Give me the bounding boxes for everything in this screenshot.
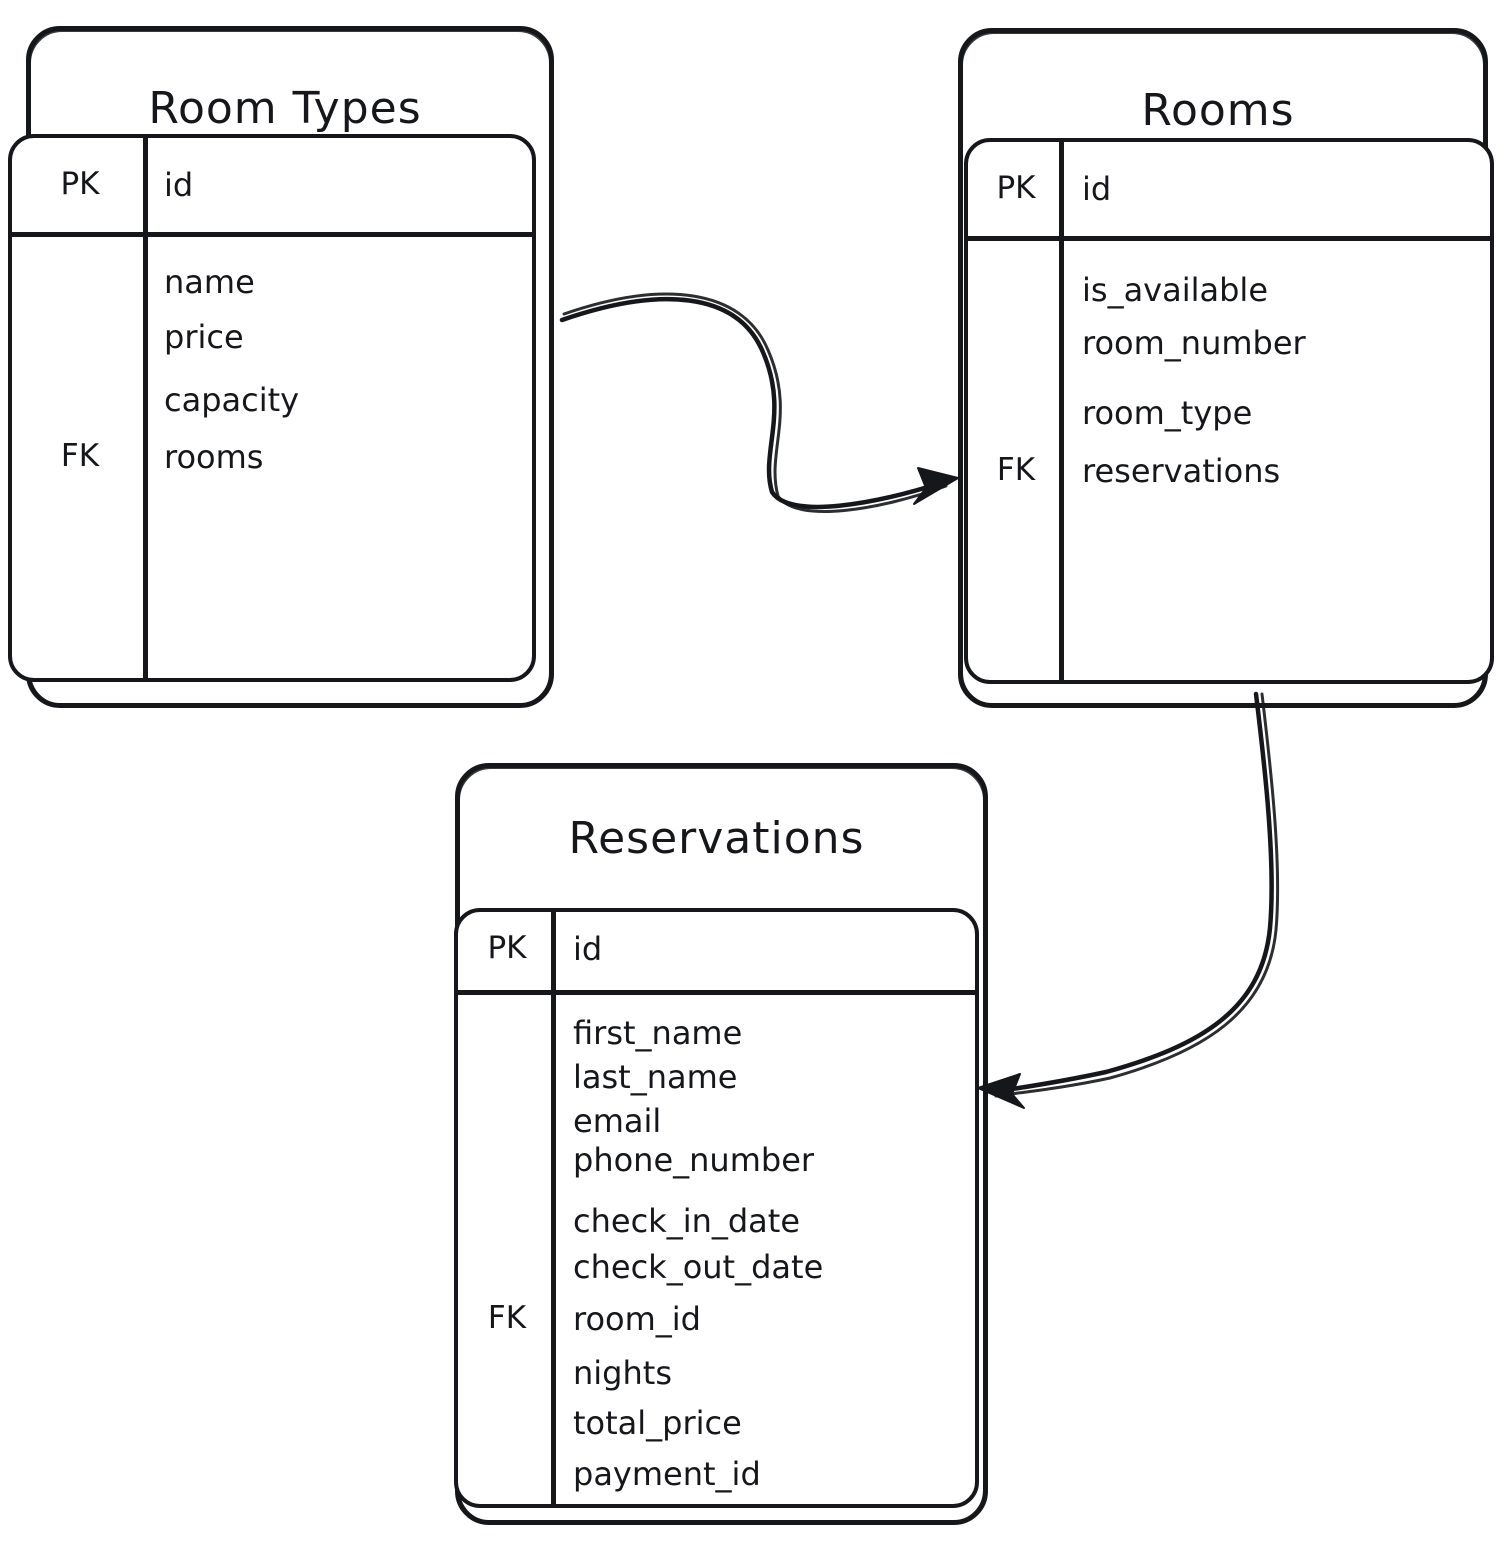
entity-reservations-field-0: first_name [573, 1014, 743, 1052]
entity-reservations-field-6: room_id [573, 1300, 701, 1338]
entity-reservations-field-4: check_in_date [573, 1202, 801, 1240]
entity-reservations[interactable]: Reservations PK FK id first_name last_na… [454, 763, 988, 1525]
entity-rooms-pk-field: id [1082, 170, 1112, 208]
entity-reservations-field-1: last_name [573, 1058, 738, 1096]
entity-reservations-field-3: phone_number [573, 1141, 815, 1179]
entity-reservations-panel: PK FK id first_name last_name email phon… [454, 908, 979, 1508]
entity-rooms-pk-divider [968, 236, 1490, 241]
entity-rooms-pk-label: PK [996, 170, 1036, 206]
entity-room-types[interactable]: Room Types PK FK id name price capacity … [8, 26, 554, 708]
entity-reservations-title: Reservations [568, 813, 865, 864]
entity-rooms-key-column [968, 142, 1064, 680]
entity-reservations-field-8: total_price [573, 1404, 742, 1442]
entity-room-types-panel: PK FK id name price capacity rooms [8, 134, 536, 682]
arrowhead-to-rooms [913, 467, 959, 505]
entity-room-types-field-2: capacity [164, 381, 300, 419]
entity-room-types-pk-field: id [164, 166, 194, 204]
entity-reservations-field-7: nights [573, 1354, 672, 1392]
entity-reservations-pk-field: id [573, 930, 603, 968]
entity-room-types-fk-label: FK [60, 438, 100, 474]
entity-reservations-fk-label: FK [487, 1300, 527, 1336]
entity-room-types-field-3: rooms [164, 438, 264, 476]
entity-reservations-field-5: check_out_date [573, 1248, 824, 1286]
entity-rooms[interactable]: Rooms PK FK id is_available room_number … [958, 28, 1494, 708]
entity-reservations-pk-label: PK [487, 930, 527, 966]
entity-rooms-field-3: reservations [1082, 452, 1281, 490]
entity-room-types-field-0: name [164, 263, 255, 301]
entity-room-types-field-1: price [164, 318, 244, 356]
entity-rooms-field-1: room_number [1082, 324, 1306, 362]
entity-rooms-panel: PK FK id is_available room_number room_t… [964, 138, 1494, 684]
relationship-rooms-to-reservations [977, 691, 1280, 1109]
entity-rooms-field-0: is_available [1082, 271, 1268, 309]
entity-reservations-key-column [458, 912, 556, 1504]
entity-reservations-pk-divider [458, 990, 975, 995]
entity-reservations-field-2: email [573, 1102, 662, 1140]
entity-room-types-title: Room Types [148, 83, 422, 134]
entity-rooms-field-2: room_type [1082, 394, 1253, 432]
entity-reservations-field-9: payment_id [573, 1455, 761, 1493]
entity-room-types-pk-divider [12, 232, 532, 237]
entity-room-types-key-column [12, 138, 148, 678]
relationship-room-types-to-rooms [559, 292, 959, 513]
entity-rooms-title: Rooms [1141, 85, 1295, 136]
entity-room-types-pk-label: PK [60, 166, 100, 202]
entity-rooms-fk-label: FK [996, 452, 1036, 488]
